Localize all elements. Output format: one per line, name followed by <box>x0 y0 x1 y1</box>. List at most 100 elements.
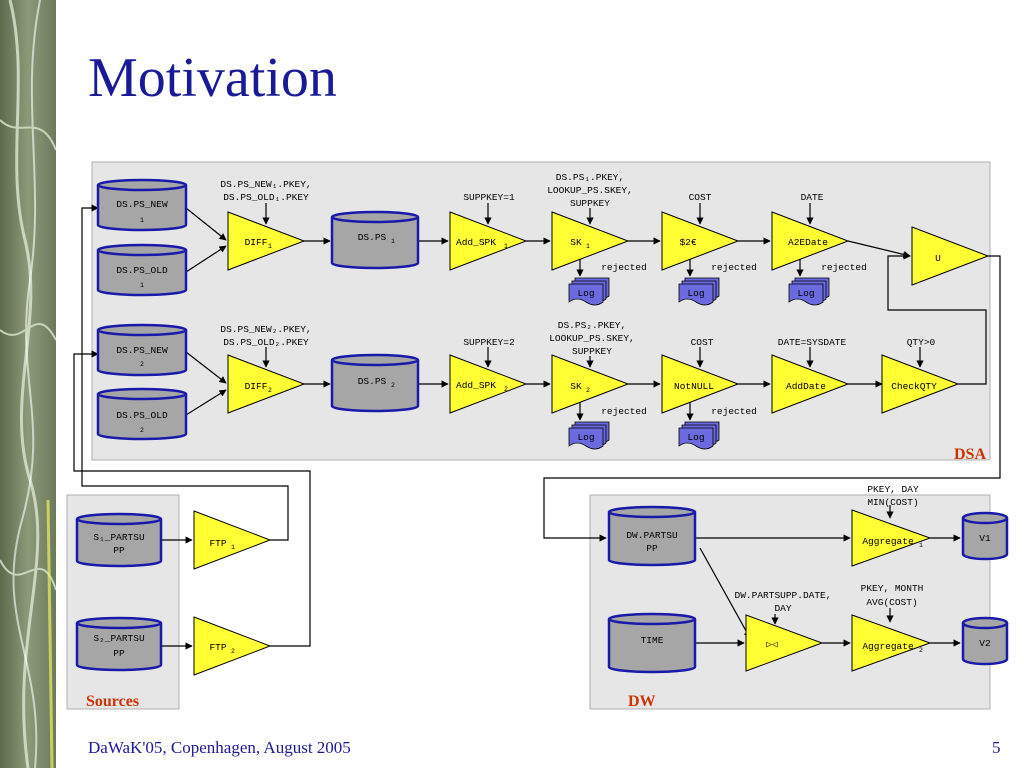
log-label: Log <box>577 288 594 299</box>
annotation-sk-1-line3: SUPPKEY <box>570 198 610 209</box>
label: DS.PS_NEW <box>116 345 168 356</box>
subscript: 1 <box>268 243 272 250</box>
annotation-diff-1-line2: DS.PS_OLD₁.PKEY <box>223 192 309 203</box>
sources-label: Sources <box>86 693 139 710</box>
log-label: Log <box>797 288 814 299</box>
label: DS.PS <box>358 232 387 243</box>
subscript: 2 <box>140 427 144 434</box>
operator-currency-convert: $2€ <box>661 211 740 271</box>
label: Aggregate <box>862 536 914 547</box>
subscript: 2 <box>268 387 272 394</box>
subscript: 1 <box>140 217 144 224</box>
log-notnull: Log <box>678 421 720 450</box>
label: SK <box>570 381 582 392</box>
label: A2EDate <box>788 237 828 248</box>
label-line1: DW.PARTSU <box>626 530 678 541</box>
subscript: 1 <box>391 238 395 245</box>
edges <box>73 203 1001 650</box>
annotation-sk-1-line2: LOOKUP_PS.SKEY, <box>547 185 633 196</box>
annotation-checkqty: QTY>0 <box>907 337 936 348</box>
subscript: 1 <box>919 542 923 549</box>
subscript: 2 <box>140 361 144 368</box>
operator-notnull: NotNULL <box>661 354 740 414</box>
label: DS.PS_NEW <box>116 199 168 210</box>
label: V1 <box>979 533 991 544</box>
page-number: 5 <box>992 738 1001 757</box>
store-v2: V2 <box>961 616 1009 666</box>
log-a2edate: Log <box>788 277 830 306</box>
store-ds-ps-new-1: DS.PS_NEW 1 <box>96 178 188 232</box>
annotation-aggregate-2-line1: PKEY, MONTH <box>861 583 924 594</box>
slide-footer: DaWaK'05, Copenhagen, August 2005 <box>88 738 351 757</box>
rejected-label-sk-2: rejected <box>601 406 647 417</box>
label: DIFF <box>245 381 268 392</box>
annotation-sk-2-line3: SUPPKEY <box>572 346 612 357</box>
annotation-sk-2-line2: LOOKUP_PS.SKEY, <box>549 333 635 344</box>
label: Aggregate <box>862 641 914 652</box>
subscript: 2 <box>391 382 395 389</box>
operator-checkqty: CheckQTY <box>881 354 960 414</box>
operator-join: ▷◁ <box>745 614 824 672</box>
store-dw-partsupp: DW.PARTSU PP <box>607 505 697 567</box>
label: DIFF <box>245 237 268 248</box>
label: DS.PS_OLD <box>116 410 168 421</box>
label: TIME <box>641 635 664 646</box>
subscript: 1 <box>140 282 144 289</box>
log-label: Log <box>577 432 594 443</box>
label: ▷◁ <box>766 639 778 650</box>
operator-add-spk-2: Add_SPK 2 <box>449 354 528 414</box>
store-ds-ps-old-2: DS.PS_OLD 2 <box>96 387 188 441</box>
subscript: 2 <box>504 386 508 393</box>
label: NotNULL <box>674 381 714 392</box>
dsa-panel <box>91 161 991 461</box>
log-sk-1: Log <box>568 277 610 306</box>
label: Add_SPK <box>456 380 496 391</box>
label-line2: PP <box>646 543 658 554</box>
annotation-join-line1: DW.PARTSUPP.DATE, <box>735 590 832 601</box>
label: Add_SPK <box>456 237 496 248</box>
label: V2 <box>979 638 991 649</box>
annotation-sk-2-line1: DS.PS₂.PKEY, <box>558 320 626 331</box>
rejected-label-notnull: rejected <box>711 406 757 417</box>
subscript: 1 <box>504 243 508 250</box>
annotation-add-spk-1: SUPPKEY=1 <box>463 192 515 203</box>
operator-sk-2: SK 2 <box>551 354 630 414</box>
dw-label: DW <box>628 693 656 710</box>
log-label: Log <box>687 432 704 443</box>
annotation-sk-1-line1: DS.PS₁.PKEY, <box>556 172 624 183</box>
log-currency: Log <box>678 277 720 306</box>
store-s1-partsupp: S₁_PARTSU PP <box>75 512 163 568</box>
subscript: 1 <box>586 243 590 250</box>
label: FTP <box>209 642 226 653</box>
annotation-join-line2: DAY <box>774 603 791 614</box>
label: DS.PS <box>358 376 387 387</box>
store-ds-ps-old-1: DS.PS_OLD1 <box>96 243 188 297</box>
annotation-aggregate-2-line2: AVG(COST) <box>866 597 917 608</box>
operator-a2edate: A2EDate <box>771 211 850 271</box>
annotation-adddate: DATE=SYSDATE <box>778 337 847 348</box>
operator-adddate: AddDate <box>771 354 850 414</box>
label: SK <box>570 237 582 248</box>
subscript: 2 <box>586 387 590 394</box>
label-line1: S₁_PARTSU <box>93 532 145 543</box>
label-line2: PP <box>113 545 125 556</box>
store-ds-ps-2: DS.PS 2 <box>330 353 420 413</box>
operator-sk-1: SK 1 <box>551 211 630 271</box>
label: CheckQTY <box>891 381 937 392</box>
store-s2-partsupp: S₂_PARTSUPP <box>75 616 163 672</box>
subscript: 1 <box>231 544 235 551</box>
label-line1: S₂_PARTSU <box>93 633 145 644</box>
annotation-notnull: COST <box>691 337 714 348</box>
annotation-add-spk-2: SUPPKEY=2 <box>463 337 515 348</box>
operator-union: U <box>911 226 990 286</box>
annotation-diff-2-line1: DS.PS_NEW₂.PKEY, <box>220 324 311 335</box>
rejected-label-currency: rejected <box>711 262 757 273</box>
annotation-a2edate: DATE <box>801 192 824 203</box>
rejected-label-a2edate: rejected <box>821 262 867 273</box>
annotation-aggregate-1-line2: MIN(COST) <box>867 497 918 508</box>
store-time: TIME <box>607 612 697 674</box>
